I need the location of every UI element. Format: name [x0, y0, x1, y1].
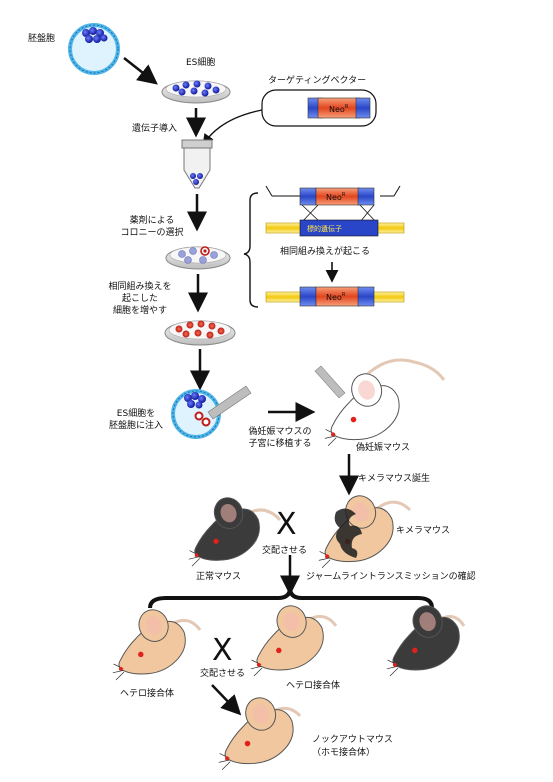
label-inject-2: 胚盤胞に注入 [108, 421, 164, 431]
label-chimera-mouse: キメラマウス [396, 526, 451, 536]
black-offspring-mouse [386, 604, 466, 677]
label-gene-transfer: 遺伝子導入 [132, 124, 178, 134]
expanded-cell-dish [164, 320, 236, 346]
knockout-mouse [218, 696, 302, 771]
cross-symbol-2: X [212, 633, 233, 668]
label-hetero-1: ヘテロ接合体 [120, 689, 175, 699]
hetero-mouse-right [250, 604, 338, 677]
label-normal-mouse: 正常マウス [196, 572, 242, 582]
label-pseudopregnant: 偽妊娠マウス [356, 443, 411, 453]
label-homologous-recombination: 相同組み換えが起こる [280, 247, 371, 257]
neo-label-recomb-top: NeoR [326, 192, 346, 202]
label-expand-2: 起こした [121, 294, 159, 304]
blastocyst-top [68, 23, 120, 75]
label-mating-2: 交配させる [200, 669, 246, 679]
label-hetero-2: ヘテロ接合体 [286, 681, 341, 691]
label-targeting-vector: ターゲティングベクター [268, 76, 367, 86]
selection-dish [165, 246, 231, 270]
chimera-mouse [318, 494, 412, 569]
targeting-vector: NeoR [261, 89, 377, 127]
label-inject-1: ES細胞を [116, 409, 156, 419]
label-expand-3: 細胞を増やす [112, 306, 168, 316]
label-germline-transmission: ジャームライントランスミッションの確認 [306, 572, 476, 582]
offspring-brace [148, 587, 434, 609]
label-es-cells: ES細胞 [186, 58, 216, 68]
es-cell-dish [161, 80, 231, 104]
recombination-panel: NeoR 標的遺伝子 NeoR [243, 185, 405, 308]
hetero-mouse-left [112, 608, 202, 681]
centrifuge-tube [181, 139, 213, 189]
label-drug-selection-1: 薬剤による [129, 216, 175, 226]
label-transplant-1: 偽妊娠マウスの [248, 427, 312, 437]
label-mating-1: 交配させる [262, 546, 308, 556]
neo-label-recomb-bottom: NeoR [326, 292, 346, 302]
label-chimera-birth: キメラマウス誕生 [358, 474, 431, 484]
label-expand-1: 相同組み換えを [108, 282, 172, 292]
pseudopregnant-mouse [314, 358, 446, 447]
label-knockout-1: ノックアウトマウス [312, 735, 393, 745]
normal-mouse [188, 496, 282, 567]
cross-symbol-1: X [276, 507, 297, 542]
target-gene-text: 標的遺伝子 [307, 224, 342, 233]
label-blastocyst: 胚盤胞 [28, 34, 56, 44]
label-transplant-2: 子宮に移植する [248, 439, 312, 449]
label-knockout-2: （ホモ接合体） [312, 748, 376, 758]
neo-label-vector: NeoR [329, 104, 349, 114]
blastocyst-injection [171, 385, 252, 439]
label-drug-selection-2: コロニーの選択 [120, 228, 184, 238]
